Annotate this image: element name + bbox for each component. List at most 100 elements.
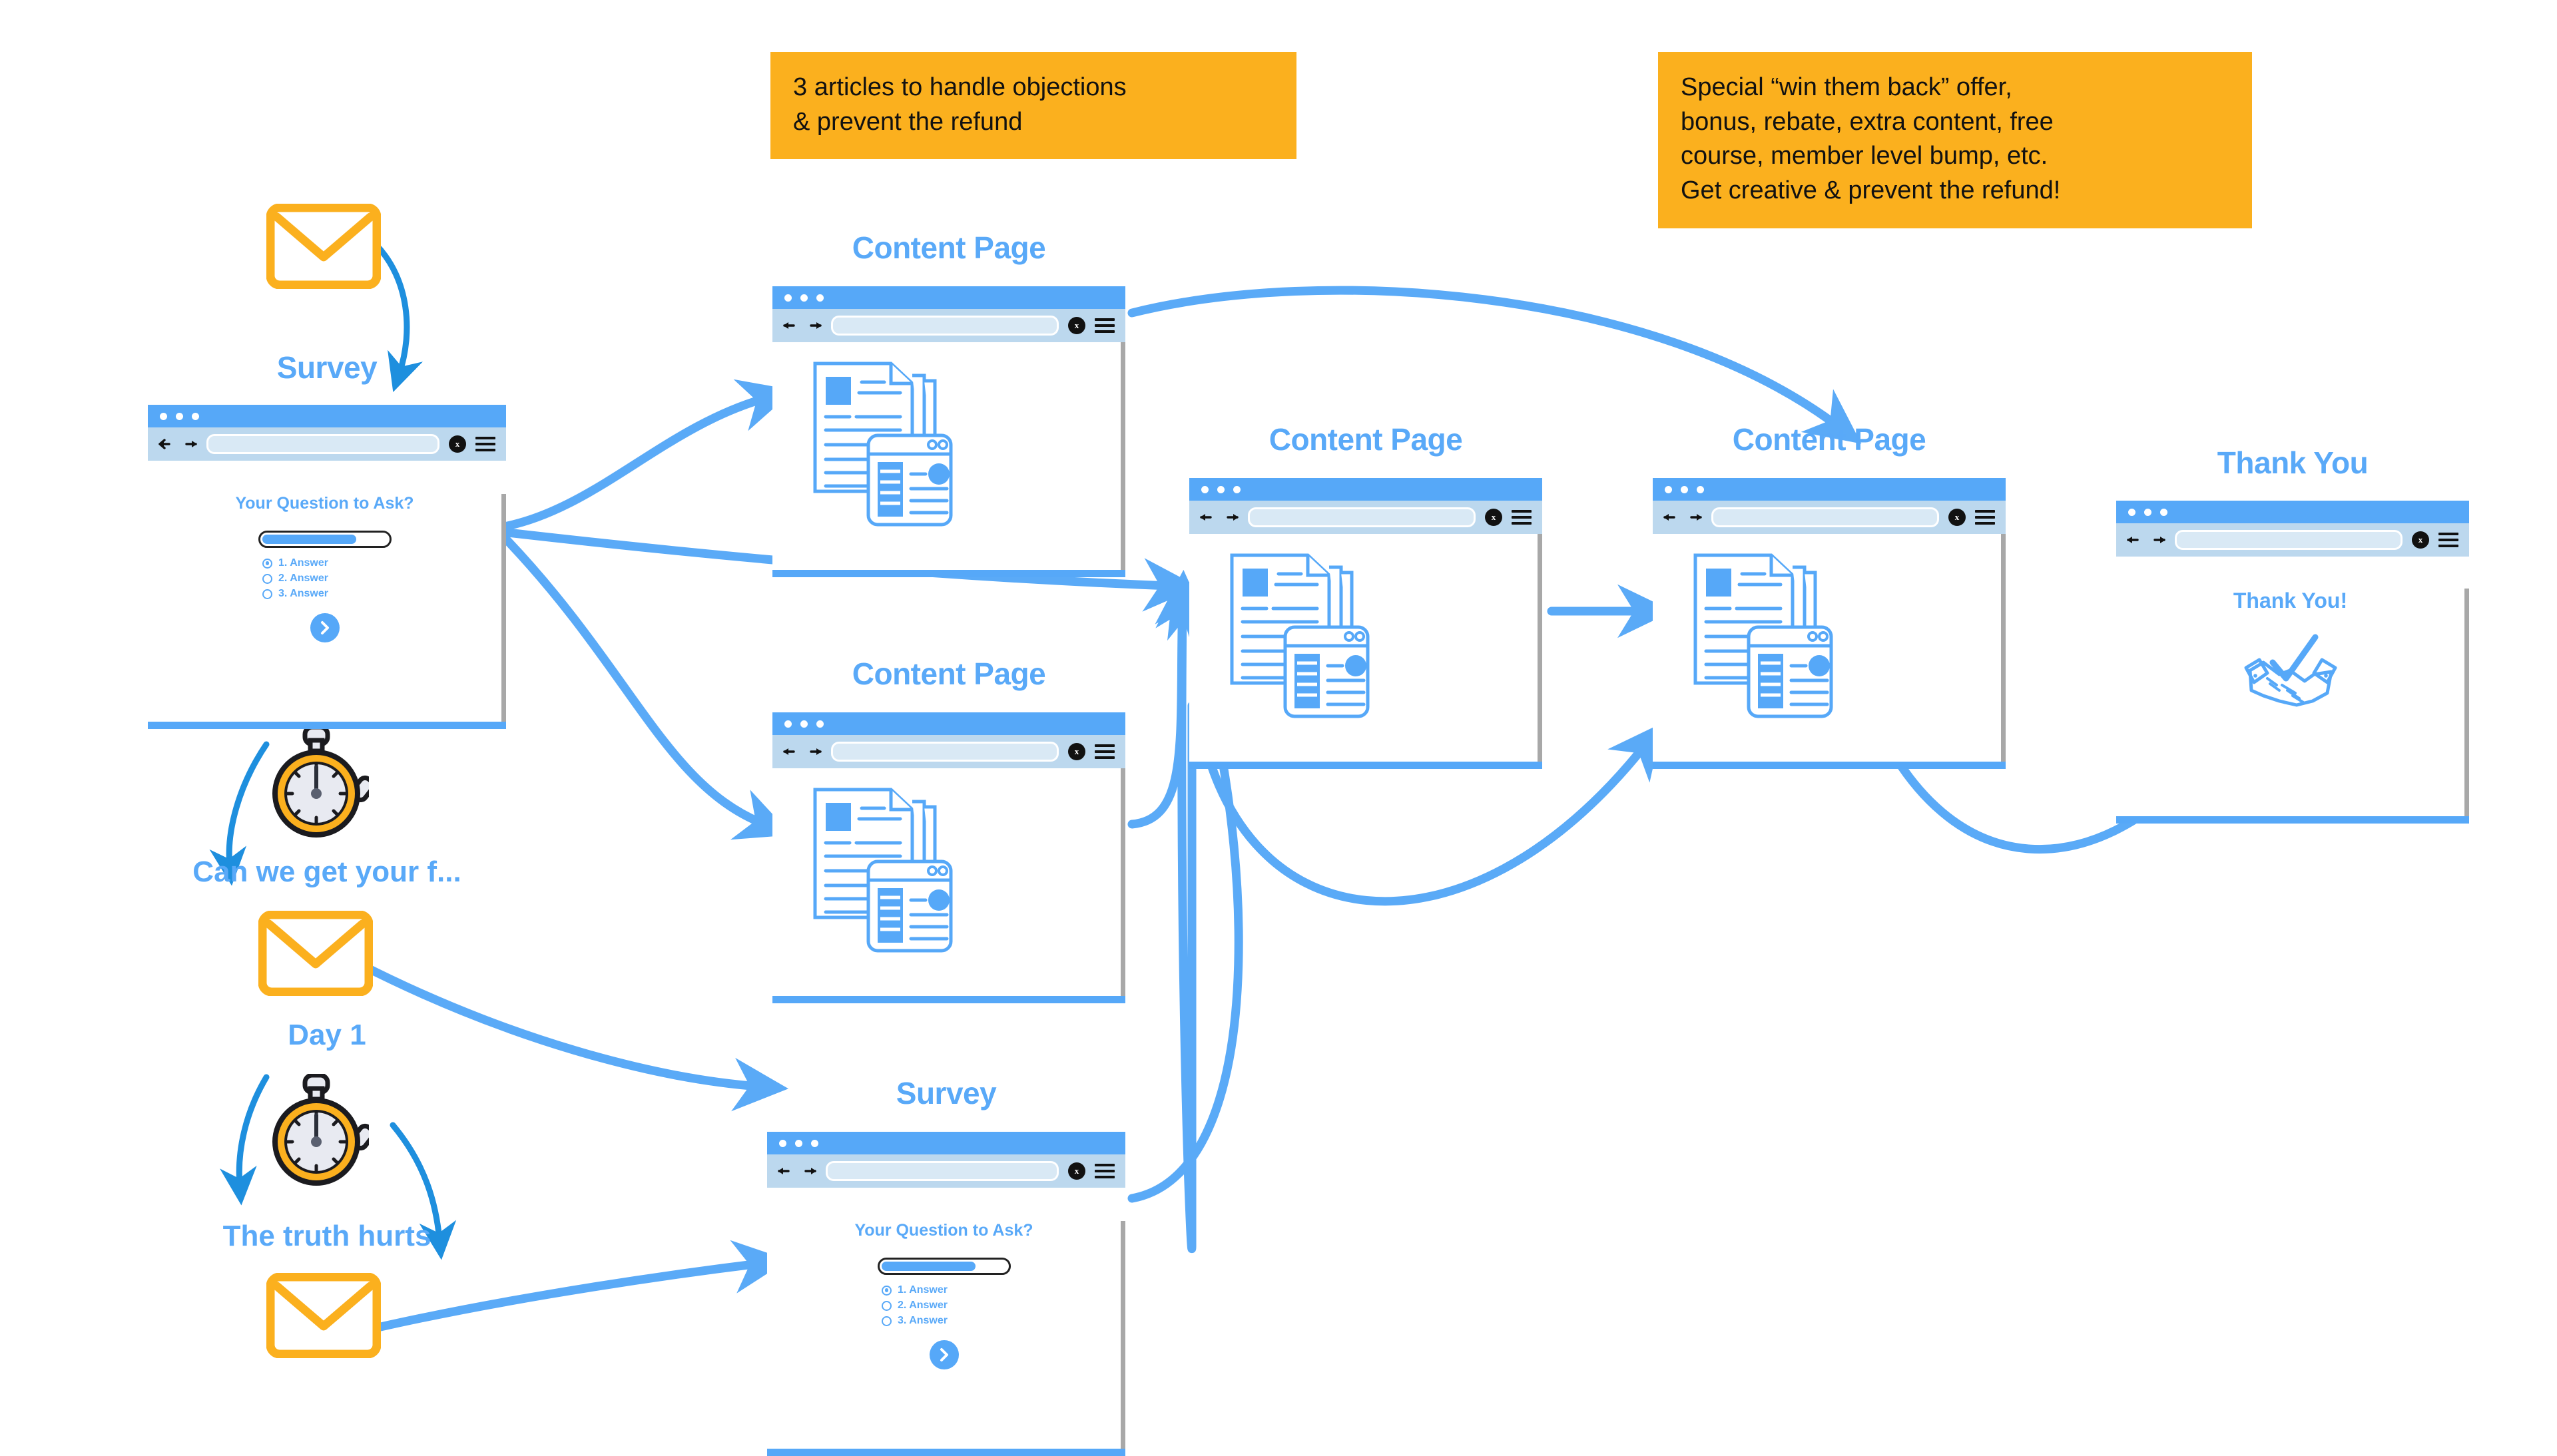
url-input[interactable] <box>206 434 439 454</box>
survey-answer-option[interactable]: 2. Answer <box>262 573 328 585</box>
browser-window-content-mid[interactable]: x <box>1189 478 1542 769</box>
arrow-email3-to-survey-bottom <box>328 1240 788 1343</box>
survey-answer-option[interactable]: 3. Answer <box>882 1315 948 1327</box>
arrow-right-icon[interactable] <box>2148 534 2165 546</box>
nav-arrows[interactable] <box>783 320 822 332</box>
arrow-left-icon[interactable] <box>783 746 800 758</box>
thank-you-title: Thank You <box>2217 445 2369 480</box>
handshake-check-icon <box>2244 634 2337 707</box>
nav-arrows[interactable] <box>158 438 197 450</box>
arrow-right-icon[interactable] <box>1685 511 1702 523</box>
note-articles-line-1: 3 articles to handle objections <box>793 73 1127 101</box>
traffic-light-dot <box>800 720 808 728</box>
arrow-right-icon[interactable] <box>804 746 822 758</box>
traffic-light-dot <box>779 1139 786 1147</box>
article-documents-icon <box>1230 553 1370 718</box>
radio-icon[interactable] <box>882 1316 892 1326</box>
radio-icon[interactable] <box>882 1300 892 1311</box>
close-icon[interactable]: x <box>449 435 466 453</box>
thankyou-heading: Thank You! <box>2233 589 2348 612</box>
close-icon[interactable]: x <box>1948 509 1966 526</box>
survey-answer-option[interactable]: 3. Answer <box>262 588 328 600</box>
survey-answer-option[interactable]: 1. Answer <box>882 1284 948 1296</box>
browser-toolbar: x <box>772 309 1125 342</box>
note-winback-line-2: bonus, rebate, extra content, free <box>1681 107 2054 136</box>
window-footer-bar <box>1189 762 1542 769</box>
arrow-left-icon[interactable] <box>1663 511 1681 523</box>
nav-arrows[interactable] <box>1200 511 1239 523</box>
browser-toolbar: x <box>2116 523 2469 557</box>
nav-arrows[interactable] <box>2127 534 2165 546</box>
arrow-left-icon[interactable] <box>783 320 800 332</box>
close-icon[interactable]: x <box>1485 509 1502 526</box>
close-icon[interactable]: x <box>1068 743 1085 760</box>
browser-window-content-top[interactable]: x <box>772 286 1125 577</box>
radio-selected-icon[interactable] <box>262 558 272 569</box>
browser-window-content-right[interactable]: x <box>1653 478 2006 769</box>
label-email-subject-1: Can we get your f... <box>192 855 461 888</box>
survey-answer-option[interactable]: 1. Answer <box>262 557 328 569</box>
answer-label: 1. Answer <box>898 1284 948 1296</box>
arrow-left-icon[interactable] <box>778 1165 795 1177</box>
survey-answer-option[interactable]: 2. Answer <box>882 1300 948 1312</box>
url-input[interactable] <box>1711 507 1939 527</box>
survey-progress-fill <box>262 535 356 544</box>
nav-arrows[interactable] <box>1663 511 1702 523</box>
arrow-right-icon[interactable] <box>804 320 822 332</box>
arrow-survey-to-content-top <box>503 379 794 531</box>
hamburger-menu-icon[interactable] <box>1975 510 1995 525</box>
arrow-left-icon[interactable] <box>2127 534 2144 546</box>
article-documents-icon <box>813 788 953 953</box>
page-content <box>1653 534 2006 762</box>
hamburger-menu-icon[interactable] <box>1095 744 1115 759</box>
arrow-right-icon[interactable] <box>799 1165 816 1177</box>
url-input[interactable] <box>826 1161 1059 1181</box>
arrow-right-icon[interactable] <box>180 438 197 450</box>
traffic-light-dot <box>811 1139 818 1147</box>
arrow-left-icon[interactable] <box>158 438 176 450</box>
window-footer-bar <box>772 570 1125 577</box>
traffic-light-dot <box>800 294 808 302</box>
survey-next-button[interactable] <box>310 613 340 642</box>
radio-icon[interactable] <box>262 589 272 599</box>
close-icon[interactable]: x <box>1068 317 1085 334</box>
close-icon[interactable]: x <box>2412 531 2429 549</box>
browser-window-survey-left[interactable]: x Your Question to Ask? 1. Answer 2. Ans… <box>148 405 506 729</box>
browser-window-thank-you[interactable]: x Thank You! <box>2116 501 2469 824</box>
browser-window-survey-bottom[interactable]: x Your Question to Ask? 1. Answer 2. Ans… <box>767 1132 1125 1456</box>
chevron-right-icon <box>940 1348 948 1361</box>
traffic-light-dot <box>784 294 792 302</box>
nav-arrows[interactable] <box>783 746 822 758</box>
url-input[interactable] <box>831 316 1059 336</box>
nav-arrows[interactable] <box>778 1165 816 1177</box>
hamburger-menu-icon[interactable] <box>1512 510 1532 525</box>
note-articles-line-2: & prevent the refund <box>793 107 1023 136</box>
close-icon[interactable]: x <box>1068 1162 1085 1180</box>
stopwatch-icon <box>272 1074 369 1186</box>
page-content: Your Question to Ask? 1. Answer 2. Answe… <box>148 494 506 722</box>
hamburger-menu-icon[interactable] <box>2438 533 2458 547</box>
survey-next-button[interactable] <box>929 1340 959 1369</box>
url-input[interactable] <box>2175 530 2403 550</box>
stopwatch-icon <box>272 726 369 838</box>
browser-toolbar: x <box>772 735 1125 768</box>
hamburger-menu-icon[interactable] <box>1095 1164 1115 1178</box>
label-email-subject-2: The truth hurts <box>222 1220 431 1252</box>
window-footer-bar <box>767 1449 1125 1456</box>
url-input[interactable] <box>1248 507 1476 527</box>
radio-icon[interactable] <box>262 573 272 584</box>
traffic-light-dot <box>176 412 183 420</box>
arrow-left-icon[interactable] <box>1200 511 1217 523</box>
hamburger-menu-icon[interactable] <box>1095 318 1115 333</box>
hamburger-menu-icon[interactable] <box>475 437 495 451</box>
url-input[interactable] <box>831 742 1059 762</box>
radio-selected-icon[interactable] <box>882 1285 892 1296</box>
survey-question: Your Question to Ask? <box>854 1221 1033 1240</box>
browser-window-content-bottom[interactable]: x <box>772 712 1125 1003</box>
article-documents-icon <box>1693 553 1833 718</box>
browser-toolbar: x <box>1189 501 1542 534</box>
envelope-icon <box>266 204 381 289</box>
content-top-title: Content Page <box>852 230 1046 265</box>
titlebar <box>2116 501 2469 523</box>
arrow-right-icon[interactable] <box>1221 511 1239 523</box>
